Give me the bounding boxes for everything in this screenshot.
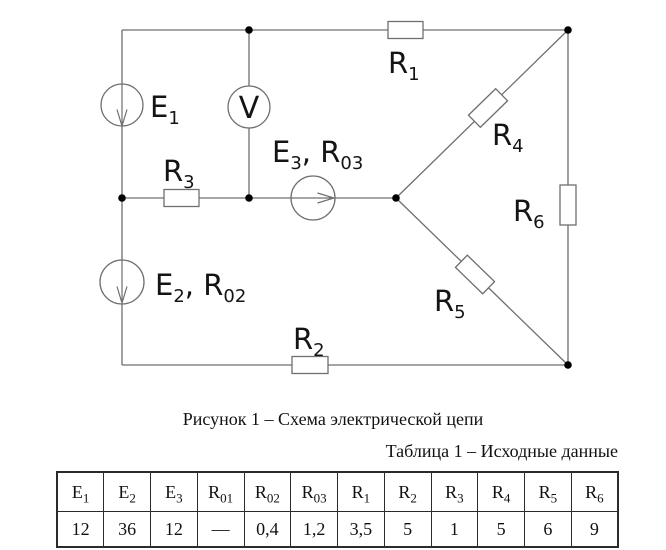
- table-header-cell: R6: [570, 471, 619, 512]
- table-header-cell: R5: [524, 471, 572, 512]
- table-value-cell: 9: [570, 511, 619, 548]
- node-dot: [564, 361, 572, 369]
- label-r1: R1: [388, 46, 420, 85]
- table-value-cell: 5: [477, 511, 525, 548]
- label-r2: R2: [293, 322, 325, 361]
- table-value-cell: 12: [150, 511, 198, 548]
- source-e3-arrow-icon: [291, 192, 337, 204]
- table-header-cell: R4: [477, 471, 525, 512]
- label-e2-r02: E2, R02: [155, 268, 246, 307]
- node-dot: [392, 194, 400, 202]
- table-value-row: 12 36 12 — 0,4 1,2 3,5 5 1 5 6 9: [56, 511, 619, 548]
- source-e2-arrow-icon: [116, 260, 128, 306]
- table-header-cell: E1: [56, 471, 105, 512]
- source-e1-arrow-icon: [116, 84, 128, 129]
- node-dot: [564, 26, 572, 34]
- circuit-diagram: V E1 E3, R03 E2, R02 R1 R2 R3 R4 R5 R6: [99, 20, 577, 375]
- table-value-cell: 1,2: [290, 511, 338, 548]
- node-dot: [245, 26, 253, 34]
- data-table: E1 E2 E3 R01 R02 R03 R1 R2 R3 R4 R5 R6 1…: [56, 471, 619, 548]
- table-header-cell: E3: [150, 471, 198, 512]
- label-r4: R4: [492, 118, 524, 157]
- table-header-cell: R2: [383, 471, 432, 512]
- label-r5: R5: [434, 284, 466, 323]
- node-dot: [245, 194, 253, 202]
- label-r3: R3: [163, 154, 195, 193]
- table-header-cell: R03: [290, 471, 338, 512]
- table-header-cell: R3: [430, 471, 479, 512]
- label-e3-r03: E3, R03: [272, 135, 363, 174]
- table-header-row: E1 E2 E3 R01 R02 R03 R1 R2 R3 R4 R5 R6: [56, 471, 619, 512]
- table-header-cell: R02: [243, 471, 292, 512]
- node-dot: [118, 194, 126, 202]
- label-e1: E1: [150, 90, 180, 129]
- label-r6: R6: [513, 194, 545, 233]
- resistor-r5-body: [454, 254, 496, 295]
- table-header-cell: R01: [196, 471, 245, 512]
- figure-caption: Рисунок 1 – Схема электрической цепи: [182, 409, 484, 429]
- table-value-cell: 1: [430, 511, 479, 548]
- voltmeter-label: V: [239, 91, 260, 126]
- resistor-r6-body: [559, 184, 577, 226]
- resistor-r3-body: [163, 188, 200, 208]
- table-header-cell: R1: [337, 471, 385, 512]
- resistor-r2-body: [291, 355, 329, 375]
- voltmeter-circle: [227, 85, 271, 129]
- table-value-cell: —: [196, 511, 245, 548]
- table-title: Таблица 1 – Исходные данные: [385, 441, 618, 461]
- resistor-r4-body: [467, 87, 509, 129]
- table-value-cell: 36: [103, 511, 151, 548]
- table-value-cell: 3,5: [337, 511, 385, 548]
- table-value-cell: 6: [524, 511, 572, 548]
- table-value-cell: 5: [383, 511, 432, 548]
- resistor-r1-body: [387, 20, 424, 40]
- table-header-cell: E2: [103, 471, 151, 512]
- table-value-cell: 12: [56, 511, 105, 548]
- table-value-cell: 0,4: [243, 511, 292, 548]
